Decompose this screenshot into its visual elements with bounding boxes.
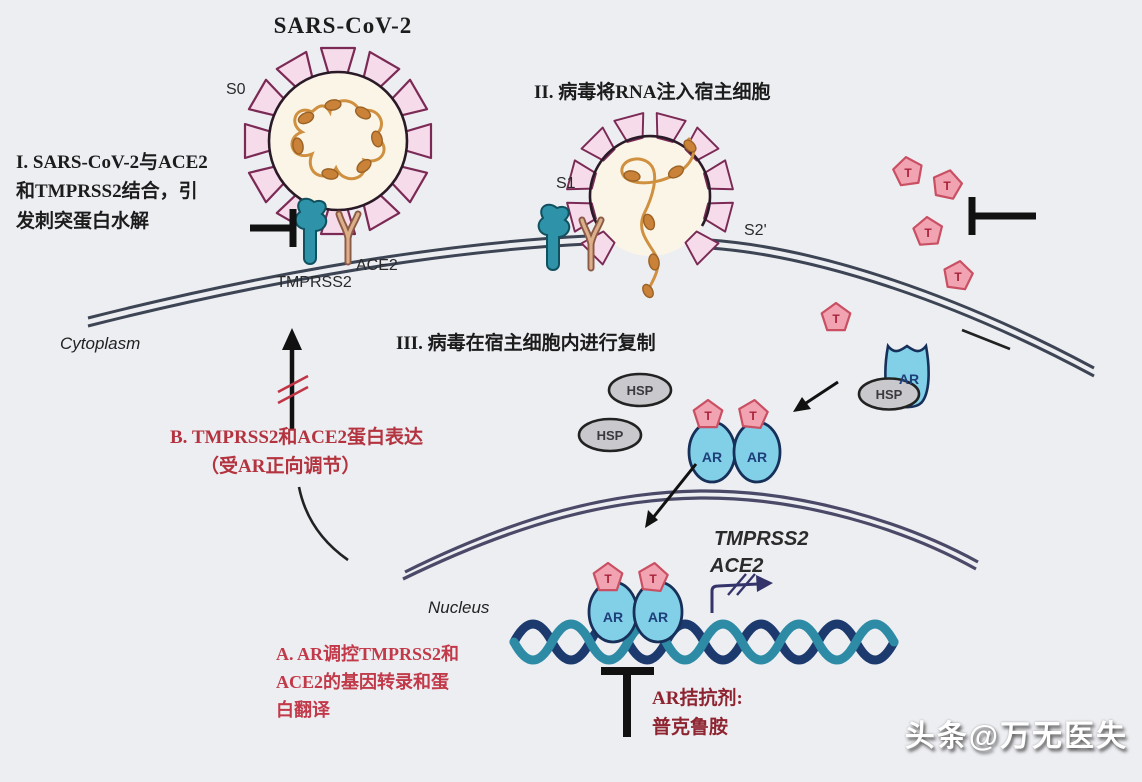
step3-annotation: III. 病毒在宿主细胞内进行复制 <box>396 333 656 354</box>
inhibitor-bar-antagonist-icon <box>601 667 654 737</box>
t-label: T <box>924 226 932 240</box>
rna-strand-icon <box>290 99 386 181</box>
ar-label: AR <box>702 449 722 465</box>
t-label: T <box>832 312 840 326</box>
hsp-ar-complex-icon <box>857 342 930 411</box>
connector-curve <box>297 486 349 562</box>
ar-label: AR <box>747 449 767 465</box>
t-label: T <box>604 572 612 586</box>
t-label: T <box>943 179 951 193</box>
t-label: T <box>649 572 657 586</box>
ar-label: AR <box>648 609 668 625</box>
inhibitor-bar-left-icon <box>250 209 297 247</box>
diagram-title: SARS-CoV-2 <box>273 13 413 38</box>
dna-helix-icon <box>509 619 899 665</box>
t-label: T <box>954 270 962 284</box>
ar-dimers <box>587 420 782 644</box>
nuclear-membrane <box>402 489 979 581</box>
s1-label: S1 <box>556 175 576 192</box>
t-label: T <box>749 409 757 423</box>
molecule-labels: HSP HSP HSP AR AR AR AR AR T T T T T T T… <box>597 166 963 625</box>
connector-line <box>961 328 1011 351</box>
cytoplasm-label: Cytoplasm <box>60 334 141 353</box>
note-b-line2: （受AR正向调节） <box>200 456 361 477</box>
gene-ace2-label: ACE2 <box>710 555 764 577</box>
ar-label: AR <box>899 371 919 387</box>
hsp-label: HSP <box>597 428 624 443</box>
t-label: T <box>704 409 712 423</box>
tmprss2-label: TMPRSS2 <box>276 274 352 291</box>
ace2-label: ACE2 <box>356 257 398 274</box>
hsp-chaperones <box>577 372 673 453</box>
arrow-to-nucleus-icon <box>645 463 698 528</box>
watermark: 头条@万无医失 <box>904 720 1128 753</box>
inhibitor-bar-right-icon <box>968 197 1036 235</box>
s2prime-label: S2' <box>744 222 767 239</box>
arrow-to-dimer-icon <box>793 380 839 412</box>
step2-annotation: II. 病毒将RNA注入宿主细胞 <box>534 82 771 103</box>
hsp-label: HSP <box>876 387 903 402</box>
ar-label: AR <box>603 609 623 625</box>
note-a-annotation: A. AR调控TMPRSS2和 ACE2的基因转录和蛋 白翻译 <box>276 644 460 720</box>
note-b-line1: B. TMPRSS2和ACE2蛋白表达 <box>170 427 424 448</box>
hsp-label: HSP <box>627 383 654 398</box>
fusing-virion-icon <box>566 112 734 299</box>
s0-label: S0 <box>226 81 246 98</box>
virion-icon <box>243 46 433 236</box>
antagonist-annotation: AR拮抗剂: 普克鲁胺 <box>652 688 743 739</box>
upregulation-arrow-icon <box>277 328 309 430</box>
cell-membrane <box>87 234 1095 378</box>
transcription-arrow-icon <box>710 573 773 613</box>
step1-annotation: I. SARS-CoV-2与ACE2 和TMPRSS2结合，引 发刺突蛋白水解 <box>16 152 208 232</box>
rna-injection-icon <box>620 136 697 299</box>
t-label: T <box>904 166 912 180</box>
gene-tmprss2-label: TMPRSS2 <box>714 528 809 550</box>
nucleus-label: Nucleus <box>428 598 490 617</box>
